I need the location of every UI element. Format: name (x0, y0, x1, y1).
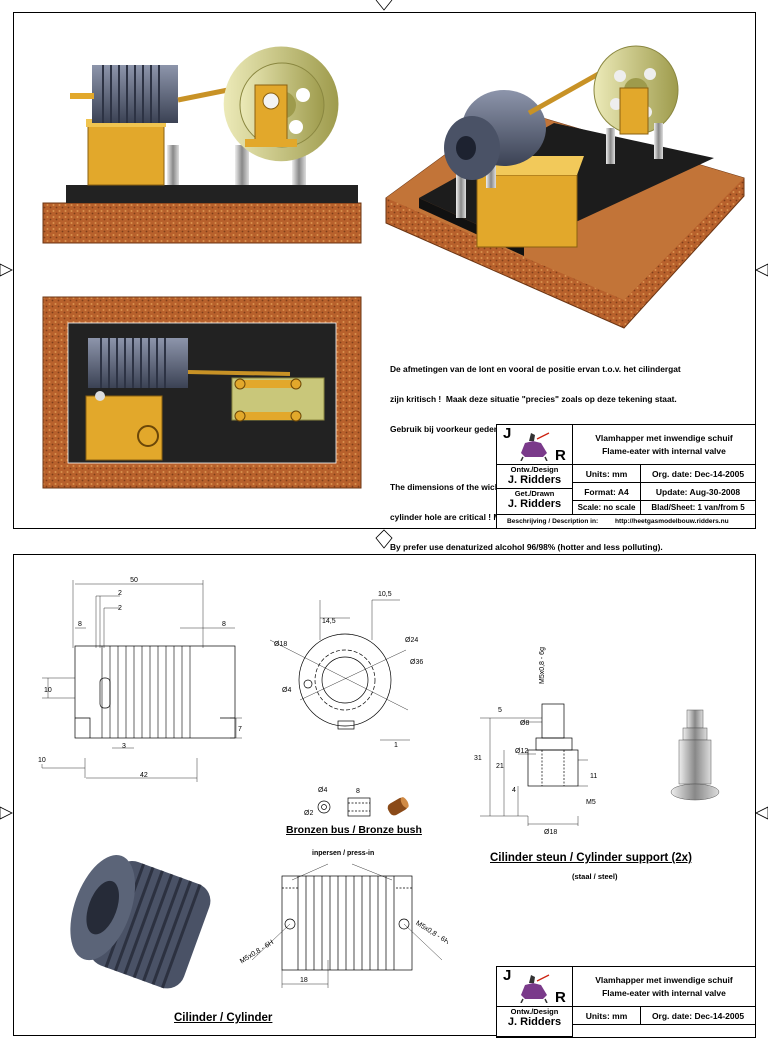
dim-31: 31 (474, 755, 482, 762)
note-en-line-3: By prefer use denaturized alcohol 96/98%… (390, 542, 663, 552)
dim-m5-6h-right: M5x0,8 - 6H (414, 920, 448, 946)
designer-name: J. Ridders (507, 474, 562, 486)
dim-m5-6g: M5x0,8 - 6g (539, 647, 546, 684)
bush-dim-dia-2: Ø2 (304, 810, 313, 817)
dim-10-vertical: 10 (44, 687, 52, 694)
dim-dia-8: Ø8 (520, 720, 529, 727)
update-cell: Update: Aug-30-2008 (641, 483, 755, 501)
dim-10-5: 10,5 (378, 591, 392, 598)
logo-letter-j: J (503, 425, 512, 442)
dim-dia-18-support: Ø18 (544, 829, 557, 836)
cylinder-end-view-drawing: 14,5 10,5 Ø18 Ø24 Ø36 Ø4 1 (269, 591, 423, 749)
dim-dia-36: Ø36 (410, 659, 423, 666)
dim-5: 5 (498, 707, 502, 714)
cylinder-support-material: (staal / steel) (572, 872, 618, 881)
dim-2-mid: 2 (118, 605, 122, 612)
title-cell: Vlamhapper met inwendige schuif Flame-ea… (573, 425, 755, 465)
dim-dia-4: Ø4 (282, 687, 291, 694)
note-nl-line-2: zijn kritisch ! Maak deze situatie "prec… (390, 394, 677, 404)
units-cell-2: Units: mm (573, 1007, 641, 1025)
bush-dim-8: 8 (356, 788, 360, 795)
dim-2-top: 2 (118, 590, 122, 597)
design-cell-2: Ontw./Design J. Ridders (497, 1007, 573, 1037)
dim-11: 11 (590, 773, 597, 780)
knight-logo-icon (520, 432, 550, 461)
bronze-bush-title: Bronzen bus / Bronze bush (286, 824, 422, 836)
engine-isometric-view (385, 45, 745, 329)
sheet-cell: Blad/Sheet: 1 van/from 5 (641, 501, 755, 515)
org-date-cell: Org. date: Dec-14-2005 (641, 465, 755, 483)
title-block-sheet-1: J R Vlamhapper met inwendige schuif Flam… (496, 424, 756, 529)
drawn-label: Get./Drawn (514, 489, 555, 498)
drawing-title-nl-2: Vlamhapper met inwendige schuif (595, 975, 733, 985)
dim-8-left: 8 (78, 621, 82, 628)
dim-42: 42 (140, 772, 148, 779)
drawn-cell: Get./Drawn J. Ridders (497, 489, 573, 515)
dim-21: 21 (496, 763, 504, 770)
press-in-label: inpersen / press-in (312, 850, 375, 857)
description-label: Beschrijving / Description in: (507, 518, 599, 525)
engine-side-view (42, 46, 362, 244)
dim-14-5: 14,5 (322, 618, 336, 625)
org-date-cell-2: Org. date: Dec-14-2005 (641, 1007, 755, 1025)
title-block-sheet-2: J R Vlamhapper met inwendige schuif Flam… (496, 966, 756, 1038)
design-cell: Ontw./Design J. Ridders (497, 465, 573, 489)
scale-cell: Scale: no scale (573, 501, 641, 515)
logo-letter-r: R (555, 447, 566, 464)
knight-logo-icon-2 (520, 974, 550, 1003)
dim-m5: M5 (586, 799, 596, 806)
design-label: Ontw./Design (510, 465, 559, 474)
dim-3: 3 (122, 743, 126, 750)
bush-dim-dia-4: Ø4 (318, 787, 327, 794)
cylinder-support-title: Cilinder steun / Cylinder support (2x) (490, 852, 692, 864)
dim-1: 1 (394, 742, 398, 749)
dim-m5-6h-left: M5x0,8 - 6H (239, 939, 275, 965)
dim-18-section: 18 (300, 977, 308, 984)
drawer-name: J. Ridders (507, 498, 562, 510)
designer-name-2: J. Ridders (507, 1016, 562, 1028)
website-url: http://heetgasmodelbouw.ridders.nu (615, 518, 729, 525)
bronze-bush-drawing: Ø4 Ø2 8 (304, 787, 409, 817)
logo-letter-r-2: R (555, 989, 566, 1006)
cylinder-support-drawing: M5x0,8 - 6g 5 Ø8 Ø12 31 21 4 11 M5 Ø18 (474, 647, 597, 836)
dim-dia-18: Ø18 (274, 641, 287, 648)
dim-7: 7 (238, 726, 242, 733)
description-row: Beschrijving / Description in: http://he… (497, 515, 755, 528)
logo-cell: J R (497, 425, 573, 465)
drawing-title-en-2: Flame-eater with internal valve (602, 988, 726, 998)
format-cell: Format: A4 (573, 483, 641, 501)
dim-8-right: 8 (222, 621, 226, 628)
dim-50: 50 (130, 577, 138, 584)
logo-cell-2: J R (497, 967, 573, 1007)
logo-letter-j-2: J (503, 967, 512, 984)
cylinder-3d-render (70, 855, 211, 989)
design-label-2: Ontw./Design (510, 1007, 559, 1016)
dim-dia-12: Ø12 (515, 748, 528, 755)
note-nl-line-1: De afmetingen van de lont en vooral de p… (390, 364, 681, 374)
title-cell-2: Vlamhapper met inwendige schuif Flame-ea… (573, 967, 755, 1007)
engine-top-view (42, 296, 362, 489)
dim-10-bottom: 10 (38, 757, 46, 764)
dim-4-support: 4 (512, 787, 516, 794)
cylinder-title: Cilinder / Cylinder (174, 1012, 273, 1024)
cylinder-section-drawing: M5x0,8 - 6H M5x0,8 - 6H 18 (239, 863, 448, 988)
cylinder-support-3d (670, 709, 720, 801)
units-cell: Units: mm (573, 465, 641, 483)
cylinder-side-view-drawing: 50 2 2 8 8 10 7 3 10 42 (38, 577, 242, 782)
drawing-title-nl: Vlamhapper met inwendige schuif (595, 433, 733, 443)
dim-dia-24: Ø24 (405, 637, 418, 644)
drawing-title-en: Flame-eater with internal valve (602, 446, 726, 456)
